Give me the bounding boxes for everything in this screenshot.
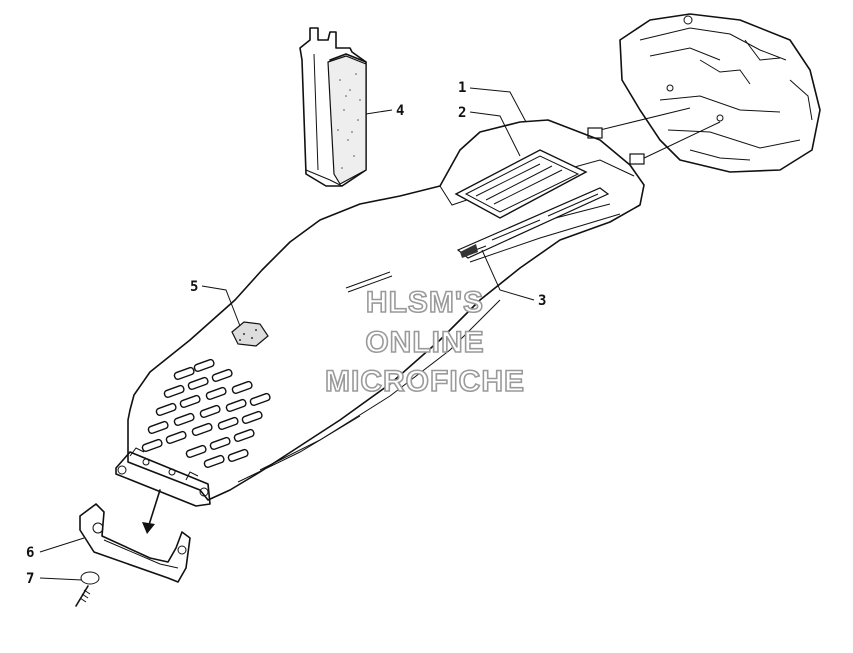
heat-guard-part (299, 27, 367, 187)
skid-plate (115, 119, 645, 507)
lower-bracket-part (79, 503, 191, 583)
bolt-part (75, 571, 100, 607)
watermark-line-2: ONLINE (365, 326, 484, 359)
callout-3: 3 (538, 293, 546, 309)
watermark-line-1: HLSM'S (366, 286, 484, 319)
engine-block (619, 13, 821, 173)
watermark-line-3: MICROFICHE (325, 365, 525, 398)
vent-slots (141, 358, 271, 469)
leader-lines (39, 87, 535, 581)
callout-2: 2 (458, 105, 466, 121)
decal-part (454, 149, 588, 219)
callout-5: 5 (190, 279, 198, 295)
callout-6: 6 (26, 545, 34, 561)
callout-1: 1 (458, 80, 466, 96)
callout-4: 4 (396, 103, 404, 119)
callout-labels: 1 2 3 4 5 6 7 (26, 80, 546, 587)
logo-decal-part (456, 187, 610, 259)
callout-7: 7 (26, 571, 34, 587)
mounting-studs (587, 107, 721, 165)
pad-part (231, 321, 269, 347)
watermark: HLSM'S ONLINE MICROFICHE (324, 285, 525, 399)
hinge-bracket (115, 447, 211, 507)
install-arrow (142, 489, 161, 534)
